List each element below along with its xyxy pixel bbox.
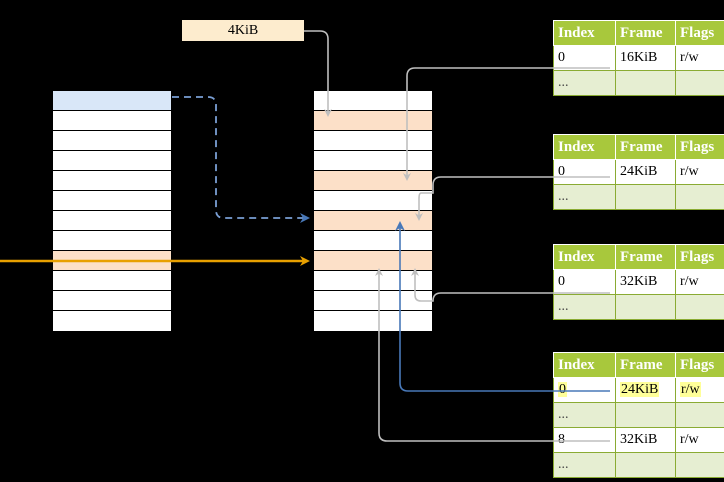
table-3-header-index: Index <box>553 244 616 270</box>
table-3-r0-index: 0 <box>553 269 616 295</box>
virtual-page-row-2 <box>53 131 171 151</box>
page-size-label: 4KiB <box>182 20 304 41</box>
physical-frame-row-9 <box>314 271 432 291</box>
physical-frame-row-4 <box>314 171 432 191</box>
virtual-page-row-3 <box>53 151 171 171</box>
wire-virtual-page-to-frame-dashed <box>172 96 310 223</box>
physical-frame-row-5 <box>314 191 432 211</box>
table-4-r1-index: ... <box>553 402 616 428</box>
table-1-r1-index: ... <box>553 70 616 96</box>
table-1-r1-frame <box>615 70 676 96</box>
table-4-r2-frame: 32KiB <box>615 427 676 453</box>
table-3-r1-frame <box>615 294 676 320</box>
table-2-header-frame: Frame <box>615 134 676 160</box>
highlight-mark: 24KiB <box>620 382 660 397</box>
virtual-page-row-5 <box>53 191 171 211</box>
table-1-header-frame: Frame <box>615 20 676 46</box>
table-4-r0-flags: r/w <box>675 377 724 403</box>
table-2-r1-index: ... <box>553 184 616 210</box>
table-4-r3-index: ... <box>553 452 616 478</box>
virtual-page-row-7 <box>53 231 171 251</box>
table-4-header-index: Index <box>553 352 616 378</box>
table-4-r0-index: 0 <box>553 377 616 403</box>
virtual-page-row-8 <box>53 251 171 271</box>
table-4-r1-frame <box>615 402 676 428</box>
table-4-row-1: ... <box>553 402 724 428</box>
table-3-r0-flags: r/w <box>675 269 724 295</box>
table-2-r0-frame: 24KiB <box>615 159 676 185</box>
table-4-r0-frame: 24KiB <box>615 377 676 403</box>
table-3-row-1: ... <box>553 294 724 320</box>
highlight-mark: r/w <box>680 382 701 397</box>
table-3-header-flags: Flags <box>675 244 724 270</box>
table-1-r1-flags <box>675 70 724 96</box>
physical-frame-row-8 <box>314 251 432 271</box>
table-2-r1-flags <box>675 184 724 210</box>
physical-frame-row-0 <box>314 91 432 111</box>
table-1-r0-flags: r/w <box>675 45 724 71</box>
table-1-row-1: ... <box>553 70 724 96</box>
table-4-r1-flags <box>675 402 724 428</box>
virtual-address-space-column <box>52 90 172 332</box>
virtual-page-row-0 <box>53 91 171 111</box>
virtual-page-row-11 <box>53 311 171 331</box>
table-2-r0-flags: r/w <box>675 159 724 185</box>
physical-frame-row-3 <box>314 151 432 171</box>
table-1-r0-index: 0 <box>553 45 616 71</box>
table-3-header-frame: Frame <box>615 244 676 270</box>
physical-frame-row-7 <box>314 231 432 251</box>
table-2-row-1: ... <box>553 184 724 210</box>
table-2-header-flags: Flags <box>675 134 724 160</box>
table-3-r1-flags <box>675 294 724 320</box>
table-3-r1-index: ... <box>553 294 616 320</box>
table-1-header-index: Index <box>553 20 616 46</box>
physical-frame-row-1 <box>314 111 432 131</box>
table-2-r1-frame <box>615 184 676 210</box>
physical-frame-row-11 <box>314 311 432 331</box>
physical-frame-row-6 <box>314 211 432 231</box>
physical-frame-row-2 <box>314 131 432 151</box>
virtual-page-row-10 <box>53 291 171 311</box>
table-4-row-3: ... <box>553 452 724 478</box>
table-4-r2-flags: r/w <box>675 427 724 453</box>
table-4-r3-flags <box>675 452 724 478</box>
table-3-r0-frame: 32KiB <box>615 269 676 295</box>
table-1-r0-frame: 16KiB <box>615 45 676 71</box>
table-4-r2-index: 8 <box>553 427 616 453</box>
table-1-header-flags: Flags <box>675 20 724 46</box>
table-2-r0-index: 0 <box>553 159 616 185</box>
table-4-r3-frame <box>615 452 676 478</box>
physical-frame-row-10 <box>314 291 432 311</box>
virtual-page-row-4 <box>53 171 171 191</box>
table-4-row-0: 0 24KiB r/w <box>553 377 724 403</box>
table-4-header-flags: Flags <box>675 352 724 378</box>
virtual-page-row-1 <box>53 111 171 131</box>
virtual-page-row-9 <box>53 271 171 291</box>
virtual-page-row-6 <box>53 211 171 231</box>
page-size-label-text: 4KiB <box>227 23 259 38</box>
table-4-header-frame: Frame <box>615 352 676 378</box>
highlight-mark: 0 <box>558 382 567 397</box>
table-2-header-index: Index <box>553 134 616 160</box>
physical-memory-column <box>313 90 433 332</box>
